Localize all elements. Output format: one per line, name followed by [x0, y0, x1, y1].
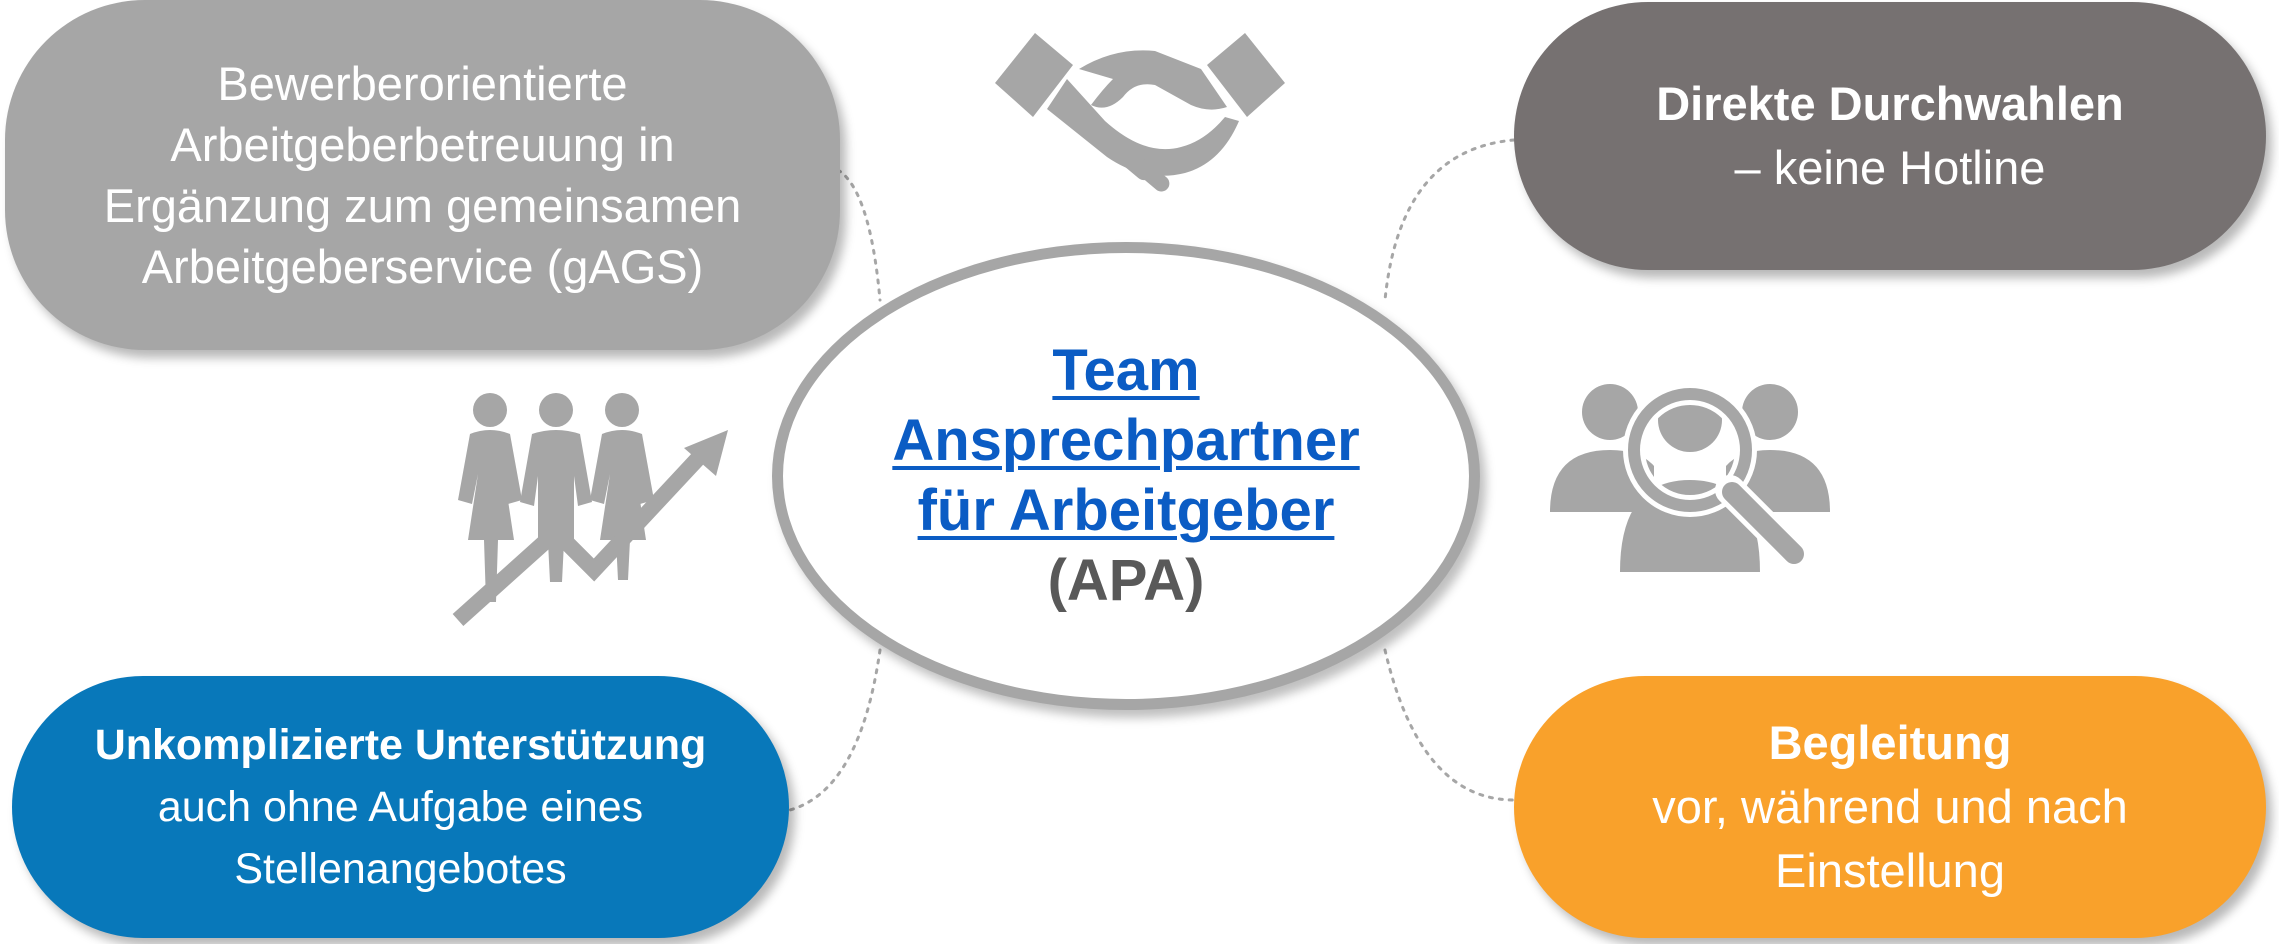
box-line: Einstellung — [1775, 844, 2005, 897]
box-line: Arbeitgeberservice (gAGS) — [141, 240, 704, 293]
direct-extensions-box: Direkte Durchwahlen – keine Hotline — [1514, 2, 2266, 270]
connector-top-right — [1383, 138, 1516, 302]
accompaniment-box: Begleitung vor, während und nach Einstel… — [1514, 676, 2266, 938]
box-line: Ergänzung zum gemeinsamen — [103, 179, 742, 232]
connector-bottom-right — [1383, 648, 1516, 802]
uncomplicated-support-box: Unkomplizierte Unterstützung auch ohne A… — [12, 676, 789, 938]
people-growth-icon — [452, 393, 728, 626]
center-title-line[interactable]: für Arbeitgeber — [917, 478, 1335, 543]
box-title: Unkomplizierte Unterstützung — [94, 721, 707, 769]
applicant-oriented-support-box: Bewerberorientierte Arbeitgeberbetreuung… — [5, 0, 840, 350]
box-title: Direkte Durchwahlen — [1656, 77, 2124, 130]
box-line: Bewerberorientierte — [217, 57, 628, 110]
center-abbreviation: (APA) — [1047, 548, 1205, 613]
center-apa-ellipse: Team Ansprechpartner für Arbeitgeber (AP… — [772, 242, 1480, 710]
people-search-icon — [1550, 383, 1830, 572]
box-line: Arbeitgeberbetreuung in — [170, 118, 675, 171]
handshake-icon — [995, 33, 1285, 192]
center-title-line[interactable]: Team — [1052, 338, 1200, 403]
center-title-line[interactable]: Ansprechpartner — [892, 408, 1360, 473]
box-title: Begleitung — [1768, 716, 2012, 769]
connector-top-left — [836, 168, 882, 302]
box-line: vor, während und nach — [1652, 780, 2128, 833]
box-line: Stellenangebotes — [234, 845, 567, 893]
center-title-link[interactable]: Team Ansprechpartner für Arbeitgeber — [892, 336, 1359, 546]
connector-bottom-left — [788, 648, 882, 812]
box-line: – keine Hotline — [1734, 141, 2046, 194]
box-line: auch ohne Aufgabe eines — [157, 783, 644, 831]
